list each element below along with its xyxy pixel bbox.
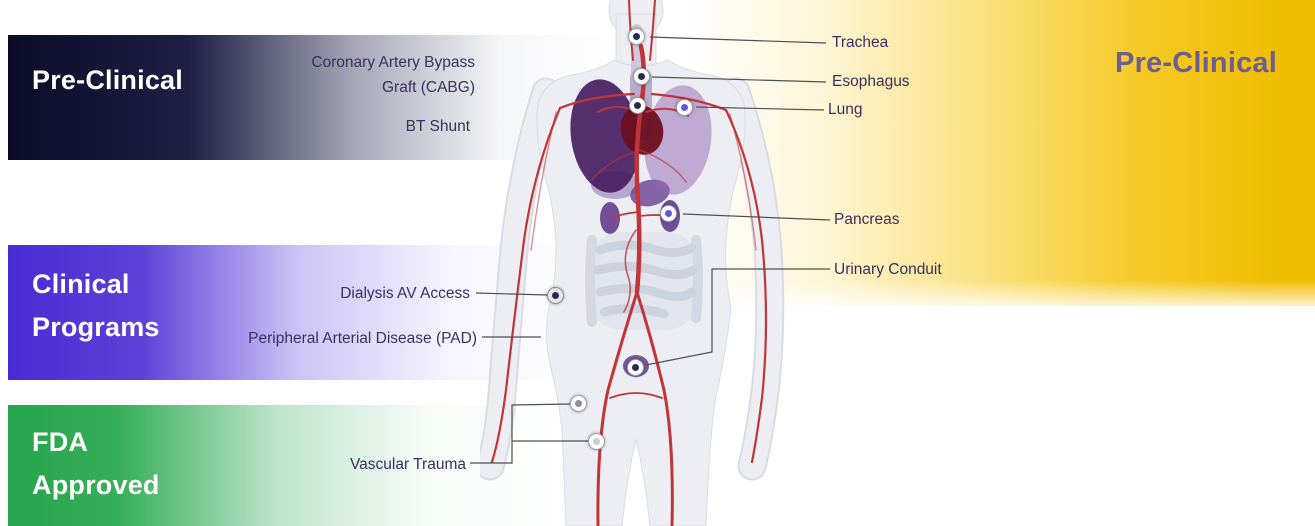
label-vascular-trauma: Vascular Trauma [349,456,466,473]
label-dialysis-av-access: Dialysis AV Access [340,285,470,302]
dialysis-marker-dot [552,292,559,299]
dialysis-av-access-marker [547,287,564,304]
vascular-trauma-marker-2 [588,433,605,450]
lung-right-marker [676,99,693,116]
lung-right-marker-dot [681,104,688,111]
pre-clinical-right-title: Pre-Clinical [1115,47,1277,79]
vascular-trauma-marker-1 [570,395,587,412]
pre-clinical-band: Pre-Clinical [8,35,608,160]
label-cabg: Coronary Artery Bypass Graft (CABG) [311,54,475,96]
clinical-band-title-line1: Clinical [32,269,130,299]
label-esophagus: Esophagus [832,73,910,90]
trachea-marker [628,28,645,45]
fda-band-title: FDA Approved [8,405,568,507]
label-lung: Lung [828,101,863,118]
heart [620,105,664,155]
pre-clinical-band-title: Pre-Clinical [32,65,183,95]
trachea-marker-dot [633,33,640,40]
label-pancreas: Pancreas [834,211,900,228]
esophagus-marker [633,68,650,85]
label-urinary-conduit: Urinary Conduit [834,261,942,278]
lung-left-marker [629,97,646,114]
clinical-band-title: Clinical Programs [8,245,608,349]
urinary-conduit-marker [627,359,644,376]
label-trachea: Trachea [832,34,889,51]
vascular-trauma-marker-2-dot [593,438,600,445]
pancreas-marker-dot [665,210,672,217]
lung-left-marker-dot [634,102,641,109]
fda-band-title-line1: FDA [32,427,89,457]
fda-band-title-line2: Approved [32,470,160,500]
vascular-trauma-marker-1-dot [575,400,582,407]
urinary-marker-dot [632,364,639,371]
esophagus-marker-dot [638,73,645,80]
clinical-band-title-line2: Programs [32,312,160,342]
label-bt-shunt: BT Shunt [405,118,470,135]
pre-clinical-region [680,0,1315,306]
label-peripheral-arterial-disease: Peripheral Arterial Disease (PAD) [248,330,477,347]
pancreas-marker [660,205,677,222]
